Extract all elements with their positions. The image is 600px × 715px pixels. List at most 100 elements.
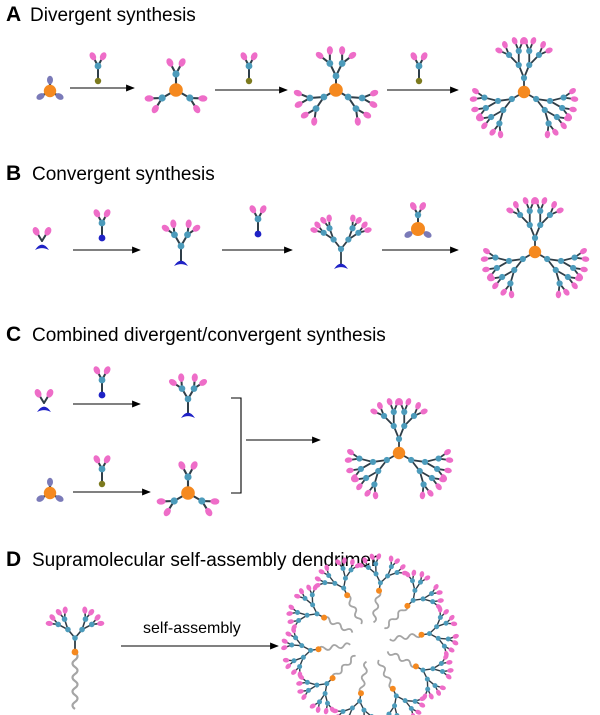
alkyl-tail [323, 616, 354, 633]
terminal-group [362, 557, 368, 564]
branch-node [435, 635, 441, 641]
branch-node [342, 575, 348, 581]
branch-node [330, 236, 337, 243]
branch-node [531, 234, 539, 242]
core [411, 222, 425, 236]
branch-node [526, 47, 533, 55]
terminal-group [424, 575, 431, 581]
terminal-group [541, 197, 548, 205]
terminal-group [192, 224, 201, 232]
terminal-group [285, 663, 292, 670]
terminal-group [93, 455, 101, 464]
terminal-group [166, 58, 174, 67]
branch-node [438, 660, 444, 666]
terminal-group [293, 89, 302, 97]
terminal-group [361, 221, 368, 229]
branch-node [571, 254, 578, 261]
branch-node [499, 273, 506, 281]
terminal-group [300, 111, 309, 119]
core-arm [36, 93, 45, 100]
branch-node [541, 106, 548, 114]
terminal-group [311, 117, 318, 126]
branch-node [322, 691, 328, 697]
terminal-group [495, 47, 503, 54]
branch-node [171, 231, 178, 239]
terminal-group [296, 681, 303, 686]
panel-b-dendron-gen2 [161, 219, 201, 266]
branch-node [314, 611, 320, 617]
branch-node [488, 113, 495, 121]
terminal-group [469, 96, 478, 102]
branch-node [482, 104, 489, 112]
branch-node [415, 62, 423, 70]
focal-protecting-group [334, 263, 348, 269]
terminal-group [199, 378, 208, 386]
branch-node [441, 643, 447, 649]
focal-group [254, 230, 262, 238]
core-arm [404, 231, 413, 238]
branch-node [552, 266, 559, 274]
terminal-group [144, 95, 154, 102]
branch-node [494, 97, 502, 105]
branch-node [544, 255, 551, 263]
terminal-group [88, 609, 95, 616]
branch-node [537, 207, 544, 215]
branch-node [302, 595, 308, 601]
panel-c-dendron [168, 373, 208, 418]
branch-node [310, 602, 316, 608]
branch-node [320, 93, 328, 101]
panel-b-core-monomer [404, 202, 432, 238]
branch-node [340, 708, 346, 714]
terminal-group [350, 214, 356, 223]
terminal-group [97, 620, 105, 627]
branch-node [545, 120, 552, 127]
terminal-group [433, 584, 439, 590]
terminal-group [178, 461, 186, 470]
terminal-group [161, 224, 170, 232]
terminal-group [170, 219, 177, 229]
branch-node [184, 395, 192, 403]
branch-node [82, 616, 89, 622]
terminal-group [388, 555, 394, 562]
panel-c-title: Combined divergent/convergent synthesis [32, 325, 386, 346]
branch-node [358, 94, 366, 102]
branch-node [306, 94, 314, 102]
terminal-group [193, 104, 201, 114]
branch-node [430, 599, 436, 605]
branch-node [430, 666, 436, 672]
terminal-group [372, 491, 379, 500]
self-assembly-label: self-assembly [143, 620, 241, 637]
terminal-group [178, 58, 186, 67]
terminal-group [439, 685, 446, 691]
panel-c-gen1 [156, 461, 220, 517]
terminal-group [198, 95, 208, 102]
terminal-group [556, 207, 564, 214]
focal-protecting-group [181, 412, 195, 418]
panel-b-focal-dendron [32, 227, 52, 250]
terminal-group [399, 564, 406, 570]
terminal-group [419, 702, 426, 708]
terminal-group [49, 614, 56, 621]
terminal-group [419, 202, 427, 211]
focal-unit [404, 602, 411, 609]
panel-d-dendron-with-tail [45, 606, 105, 710]
branch-node [377, 580, 383, 586]
terminal-group [420, 52, 428, 61]
terminal-group [44, 227, 52, 236]
terminal-group [178, 373, 185, 382]
terminal-group [185, 219, 192, 229]
branch-node [326, 572, 332, 578]
branch-node [426, 631, 432, 637]
terminal-group [301, 694, 307, 700]
terminal-group [436, 689, 442, 696]
terminal-group [405, 398, 412, 406]
panel-b-dendrimer [480, 197, 590, 299]
alkyl-tail [386, 651, 417, 668]
terminal-group [306, 584, 312, 591]
panel-a-title: Divergent synthesis [30, 5, 196, 26]
terminal-group [291, 669, 297, 675]
terminal-group [93, 209, 101, 218]
focal-unit [321, 614, 328, 621]
branch-node [369, 458, 377, 466]
branch-node [61, 616, 68, 622]
